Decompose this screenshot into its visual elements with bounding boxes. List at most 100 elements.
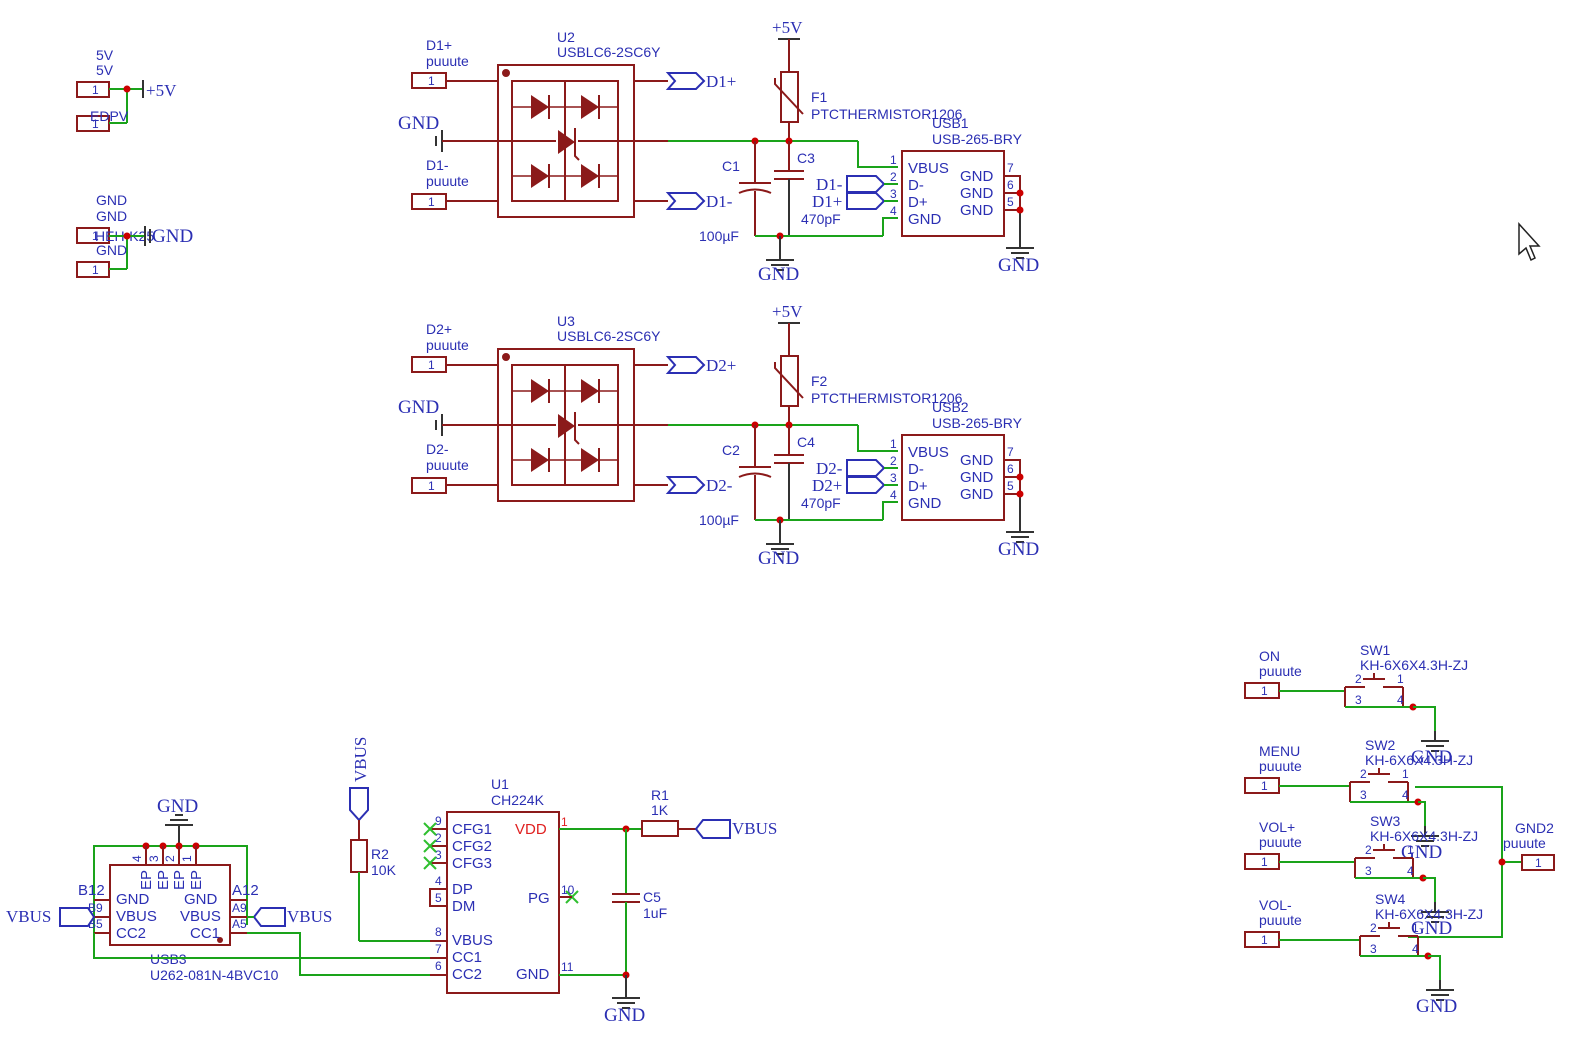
tvs-ref: U3 <box>557 313 575 329</box>
button-gnd-label: GND <box>1411 747 1452 768</box>
vbus-out-flag[interactable] <box>694 819 731 839</box>
ch224-group: VBUS R2 10K U1 CH224K CFG1 CFG2 CFG3 DP … <box>349 737 777 1026</box>
tactile-switch[interactable] <box>1349 768 1418 803</box>
usbc-ep-pins: EP EP EP EP 4 3 2 1 <box>130 855 205 890</box>
pin-dm: DM <box>452 898 475 915</box>
resistor-r2[interactable] <box>350 839 368 873</box>
switch-pin: 1 <box>1407 843 1414 857</box>
ptc-fuse[interactable] <box>774 355 804 407</box>
flag-minus-label: D2- <box>816 459 843 478</box>
pin-num: 4 <box>130 855 144 862</box>
flag-minus[interactable] <box>846 459 886 477</box>
flag-minus[interactable] <box>846 175 886 193</box>
pin-vbus: VBUS <box>116 908 157 925</box>
tactile-switch[interactable] <box>1354 844 1423 879</box>
cap1-value: 100µF <box>699 512 739 528</box>
tactile-switch[interactable] <box>1359 922 1428 957</box>
pad-minus-value: puuute <box>426 173 469 189</box>
flag-plus[interactable] <box>846 192 886 210</box>
tvs-ref: U2 <box>557 29 575 45</box>
switch-part: KH-6X6X4.3H-ZJ <box>1360 657 1468 673</box>
gnd2-value: puuute <box>1503 835 1546 851</box>
cap2-ref: C3 <box>797 150 815 166</box>
switch-pin: 4 <box>1397 693 1404 707</box>
fuse-part: PTCTHERMISTOR1206 <box>811 106 963 122</box>
pin-cc2: CC2 <box>452 966 482 983</box>
usb-channel-2: D2+ puuute 1 GND D2- puuute 1 U3 USBLC6-… <box>398 302 1039 569</box>
cap-c1[interactable] <box>738 182 772 194</box>
pin-dp: D+ <box>908 194 928 211</box>
pin-num: 7 <box>1007 445 1014 459</box>
button-pad-pin: 1 <box>1261 684 1268 698</box>
pin-gnd: GND <box>960 452 994 469</box>
tvs-part: USBLC6-2SC6Y <box>557 44 661 60</box>
port-minus-flag[interactable] <box>665 192 706 210</box>
port-plus-flag[interactable] <box>665 356 706 374</box>
tvs-ic[interactable] <box>497 64 668 218</box>
pin-num: 3 <box>890 471 897 485</box>
port-minus-flag[interactable] <box>665 476 706 494</box>
vcc-pad-pin: 1 <box>92 83 99 97</box>
pad-plus-name: D2+ <box>426 321 452 337</box>
tvs-ic[interactable] <box>497 348 668 502</box>
gnd2-pin: 1 <box>1535 856 1542 870</box>
pin-num: 9 <box>435 814 442 828</box>
pin-dm: D- <box>908 461 924 478</box>
pin-gnd: GND <box>960 168 994 185</box>
conn-ref: USB1 <box>932 115 969 131</box>
tactile-switch[interactable] <box>1344 673 1413 708</box>
port-plus-flag[interactable] <box>665 72 706 90</box>
fuse-ref: F1 <box>811 89 828 105</box>
tvs-gnd-label: GND <box>398 397 439 418</box>
gnd-bottom-label: GND <box>758 264 799 285</box>
switch-pin: 2 <box>1365 843 1372 857</box>
cap-c5[interactable] <box>612 893 640 903</box>
usbc-connector[interactable] <box>109 864 231 946</box>
ch224-ic[interactable] <box>446 811 560 994</box>
button-pad-name: VOL+ <box>1259 819 1295 835</box>
switch-ref: SW3 <box>1370 813 1401 829</box>
flag-plus[interactable] <box>846 476 886 494</box>
gnd2-pad[interactable] <box>1521 854 1555 871</box>
pin-num: 1 <box>180 855 194 862</box>
conn-part: USB-265-BRY <box>932 415 1023 431</box>
vbus-right-label: VBUS <box>287 907 332 926</box>
cap-c2[interactable] <box>738 466 772 478</box>
pin-num: A5 <box>232 917 247 931</box>
pin-num: A12 <box>232 882 259 899</box>
pin-num: 1 <box>890 437 897 451</box>
vbus-right-flag[interactable] <box>252 907 286 927</box>
button-pad-value: puuute <box>1259 834 1302 850</box>
button-pad-pin: 1 <box>1261 933 1268 947</box>
arrow-cursor-icon <box>1518 222 1541 262</box>
r1-value: 1K <box>651 802 669 818</box>
vcc-label: +5V <box>772 18 803 37</box>
pin-num: 4 <box>890 204 897 218</box>
switch-pin: 3 <box>1355 693 1362 707</box>
ptc-fuse[interactable] <box>774 71 804 123</box>
pad-minus-value: puuute <box>426 457 469 473</box>
cap2-ref: C4 <box>797 434 815 450</box>
flag-plus-label: D2+ <box>812 476 842 495</box>
resistor-r1[interactable] <box>641 820 679 837</box>
pin-num: 4 <box>890 488 897 502</box>
button-pad-name: ON <box>1259 648 1280 664</box>
button-pad-value: puuute <box>1259 758 1302 774</box>
vbus-flag-vertical[interactable] <box>349 787 369 822</box>
gnd-pad-value: GND <box>96 208 127 224</box>
pin-gnd: GND <box>116 891 150 908</box>
switch-pin: 1 <box>1397 672 1404 686</box>
pin-gnd: GND <box>960 185 994 202</box>
vbus-flag-label: VBUS <box>351 737 370 782</box>
cap2-value: 470pF <box>801 211 841 227</box>
cap-c4[interactable] <box>774 454 804 464</box>
cap-c3[interactable] <box>774 170 804 180</box>
pin-num: 5 <box>1007 195 1014 209</box>
conn-pins-left: VBUS D- D+ GND 1 2 3 4 GND GND GND 7 6 5 <box>890 153 1014 228</box>
flag-minus-label: D1- <box>816 175 843 194</box>
vbus-left-flag[interactable] <box>59 907 96 927</box>
c5-ref: C5 <box>643 889 661 905</box>
